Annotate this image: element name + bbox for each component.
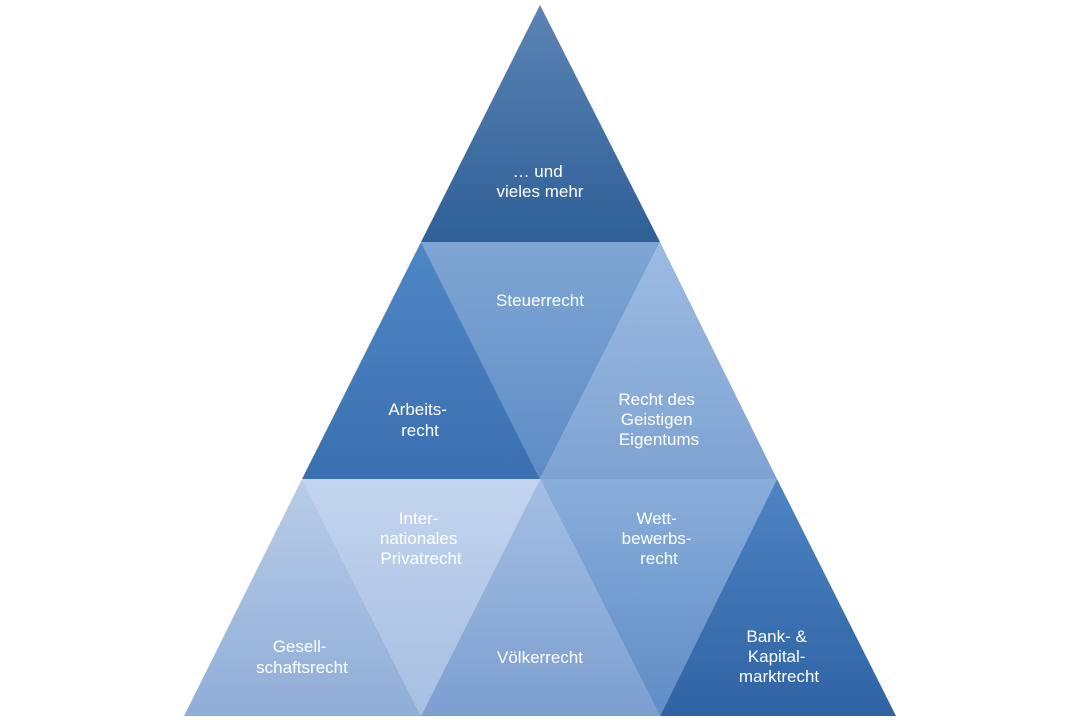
segment-gesellschaftsrecht bbox=[184, 479, 421, 716]
label-steuerrecht: Steuerrecht bbox=[496, 291, 584, 310]
label-voelkerrecht: Völkerrecht bbox=[497, 648, 583, 667]
label-geistiges-eigentum: Recht des Geistigen Eigentums bbox=[618, 390, 699, 449]
label-kapitalmarktrecht: Bank- & Kapital- marktrecht bbox=[739, 627, 820, 686]
segment-steuerrecht bbox=[421, 242, 660, 479]
segment-geistiges-eigentum bbox=[540, 242, 777, 479]
segment-wettbewerbsrecht bbox=[540, 479, 777, 716]
segment-top bbox=[421, 5, 660, 242]
label-gesellschaftsrecht: Gesell- schaftsrecht bbox=[256, 637, 348, 677]
label-wettbewerbsrecht: Wett- bewerbs- recht bbox=[622, 509, 697, 568]
segment-internationales-privatrecht bbox=[302, 479, 540, 716]
label-arbeitsrecht: Arbeits- recht bbox=[388, 400, 451, 440]
segment-kapitalmarktrecht bbox=[660, 479, 896, 716]
label-internationales-privatrecht: Inter- nationales Privatrecht bbox=[380, 509, 462, 568]
label-top: … und vieles mehr bbox=[497, 162, 584, 201]
segment-arbeitsrecht bbox=[302, 242, 540, 479]
segment-voelkerrecht bbox=[421, 479, 660, 716]
